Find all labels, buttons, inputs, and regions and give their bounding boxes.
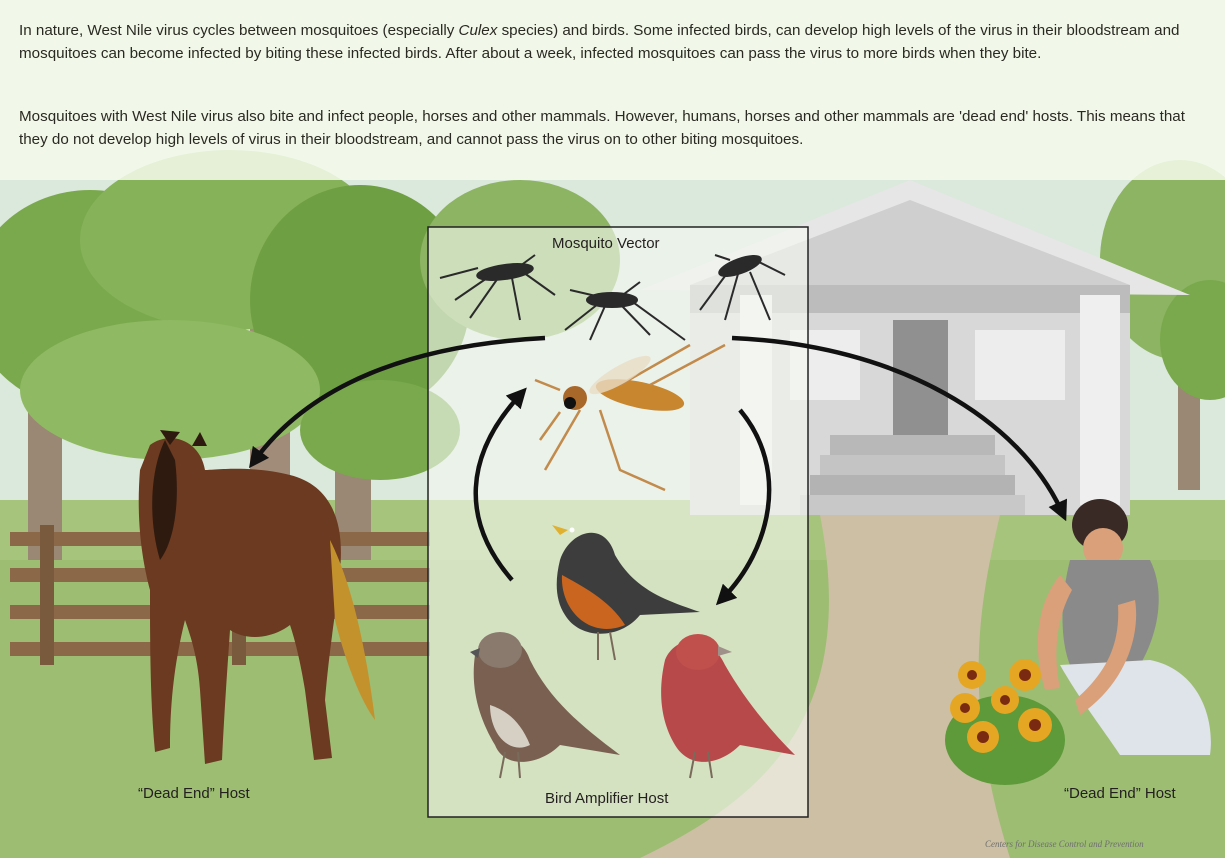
credit-text: Centers for Disease Control and Preventi… [985, 839, 1144, 849]
intro-paragraph-1: In nature, West Nile virus cycles betwee… [19, 20, 1214, 65]
horse-dead-end-label: “Dead End” Host [138, 785, 250, 802]
person-dead-end-label: “Dead End” Host [1064, 785, 1176, 802]
intro-text-panel: In nature, West Nile virus cycles betwee… [0, 0, 1225, 180]
intro-paragraph-2: Mosquitoes with West Nile virus also bit… [19, 106, 1214, 151]
bird-amplifier-label: Bird Amplifier Host [545, 790, 668, 807]
mosquito-vector-label: Mosquito Vector [552, 235, 660, 252]
